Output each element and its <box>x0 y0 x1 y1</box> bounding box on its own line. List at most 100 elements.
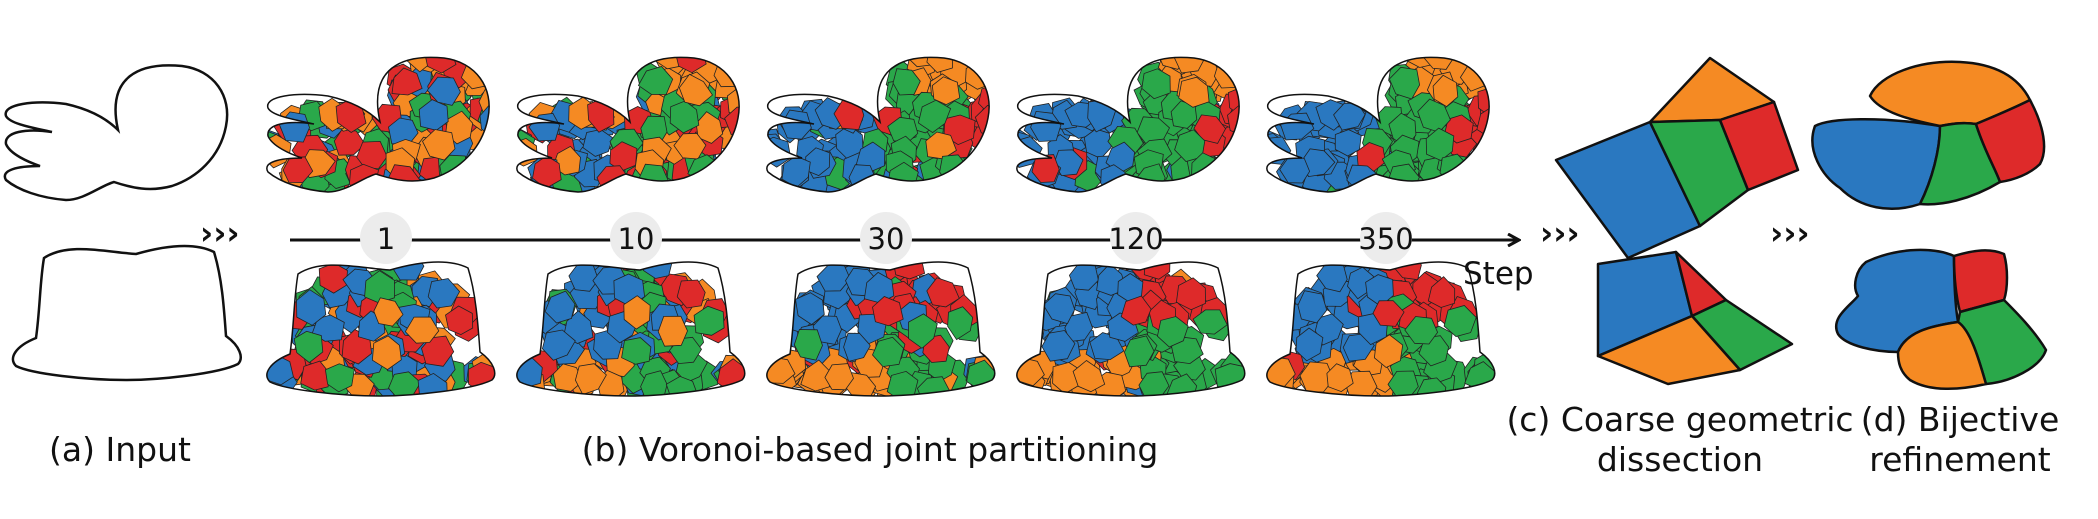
voronoi-cell <box>1156 316 1189 348</box>
voronoi-cell <box>324 363 355 393</box>
voronoi-cell <box>541 329 576 361</box>
voronoi-cell <box>1141 68 1171 100</box>
voronoi-cell <box>1072 359 1106 393</box>
voronoi-cell <box>427 278 461 309</box>
voronoi-cell <box>1192 309 1228 335</box>
separator-chevrons-c: ››› <box>1770 214 1810 252</box>
voronoi-cell <box>916 376 951 396</box>
voronoi-cell <box>665 375 699 396</box>
voronoi-cell <box>887 116 919 144</box>
voronoi-cell <box>843 332 871 362</box>
voronoi-cell <box>678 73 714 107</box>
step-marker-1 <box>360 212 412 264</box>
step-marker-30 <box>860 212 912 264</box>
voronoi-cell <box>1333 102 1366 131</box>
bijective-refinement-top <box>1811 60 2046 210</box>
voronoi-cell <box>544 290 576 324</box>
caption-input: (a) Input <box>49 430 191 469</box>
voronoi-cell <box>445 305 474 336</box>
voronoi-cell <box>1166 373 1198 396</box>
voronoi-cell <box>318 262 348 294</box>
voronoi-stages-bottom-row <box>266 261 1496 397</box>
voronoi-cell <box>1174 129 1206 162</box>
voronoi-cell <box>1387 370 1419 396</box>
voronoi-cell <box>713 60 740 88</box>
separator-chevrons-a: ››› <box>200 214 240 252</box>
caption-bijective-refinement: (d) Bijective refinement <box>1850 400 2070 480</box>
voronoi-cell <box>1388 66 1421 100</box>
voronoi-cell <box>693 305 725 336</box>
voronoi-cell <box>388 117 419 146</box>
voronoi-stages-top-row <box>266 56 1490 193</box>
voronoi-cell <box>293 330 324 364</box>
voronoi-cell <box>282 156 314 184</box>
voronoi-cell <box>892 68 921 96</box>
voronoi-cell <box>1123 335 1155 368</box>
voronoi-cell <box>676 279 706 309</box>
voronoi-cell <box>467 361 495 394</box>
voronoi-cell <box>657 315 688 347</box>
step-marker-10 <box>610 212 662 264</box>
voronoi-cell <box>417 372 448 396</box>
voronoi-cell <box>623 295 651 330</box>
voronoi-cell <box>1416 377 1447 396</box>
voronoi-cell <box>1053 149 1084 177</box>
voronoi-cell <box>1041 330 1076 362</box>
voronoi-cell <box>1334 129 1362 157</box>
voronoi-cell <box>908 313 938 349</box>
voronoi-cell <box>404 316 440 344</box>
voronoi-cell <box>1373 334 1404 368</box>
step-label-10: 10 <box>618 222 655 256</box>
voronoi-cell <box>1213 58 1240 89</box>
voronoi-cell <box>724 106 740 137</box>
voronoi-cell <box>781 109 812 140</box>
caption-coarse-line2: dissection <box>1596 440 1764 479</box>
caption-coarse-line1: (c) Coarse geometric <box>1506 400 1854 439</box>
caption-coarse-dissection: (c) Coarse geometric dissection <box>1500 400 1860 480</box>
voronoi-cell <box>1175 277 1206 311</box>
voronoi-cell <box>637 66 674 95</box>
voronoi-stage-top-3 <box>766 56 990 193</box>
voronoi-cell <box>872 336 905 368</box>
voronoi-cell <box>1170 100 1198 129</box>
voronoi-cell <box>1404 316 1439 345</box>
voronoi-cell <box>1138 371 1170 396</box>
voronoi-cell <box>426 76 461 106</box>
voronoi-cell <box>926 277 960 308</box>
voronoi-stage-top-2 <box>516 56 740 193</box>
coarse-dissection-top <box>1554 56 1800 260</box>
voronoi-cell <box>373 297 404 327</box>
voronoi-cell <box>422 129 456 161</box>
voronoi-cell <box>824 363 854 391</box>
voronoi-cell <box>1171 336 1204 365</box>
voronoi-stage-top-1 <box>266 56 490 193</box>
voronoi-cell <box>552 363 584 392</box>
voronoi-stage-bottom-1 <box>266 261 496 397</box>
voronoi-stage-top-4 <box>1016 56 1240 193</box>
voronoi-cell <box>1356 142 1386 172</box>
coarse-dissection-bottom <box>1596 250 1794 386</box>
bijective-refinement-bottom <box>1834 248 2048 391</box>
voronoi-cell <box>1427 276 1456 308</box>
caption-voronoi-partitioning: (b) Voronoi-based joint partitioning <box>581 430 1159 469</box>
voronoi-cell <box>886 370 919 396</box>
voronoi-cell <box>333 128 366 156</box>
voronoi-cell <box>582 129 613 157</box>
voronoi-cell <box>669 100 700 134</box>
voronoi-cell <box>1297 290 1328 324</box>
step-marker-350 <box>1360 212 1412 264</box>
input-shape-top <box>3 64 229 202</box>
step-label-120: 120 <box>1108 222 1163 256</box>
step-label-1: 1 <box>377 222 395 256</box>
separator-chevrons-b: ››› <box>1540 214 1580 252</box>
caption-bijective-line1: (d) Bijective <box>1860 400 2060 439</box>
voronoi-cell <box>296 289 327 326</box>
step-axis-label: Step <box>1463 256 1534 292</box>
voronoi-cell <box>1120 295 1152 326</box>
input-shape-bottom <box>11 244 242 382</box>
voronoi-stage-bottom-4 <box>1016 261 1246 397</box>
voronoi-cell <box>1432 74 1459 108</box>
step-label-350: 350 <box>1358 222 1413 256</box>
